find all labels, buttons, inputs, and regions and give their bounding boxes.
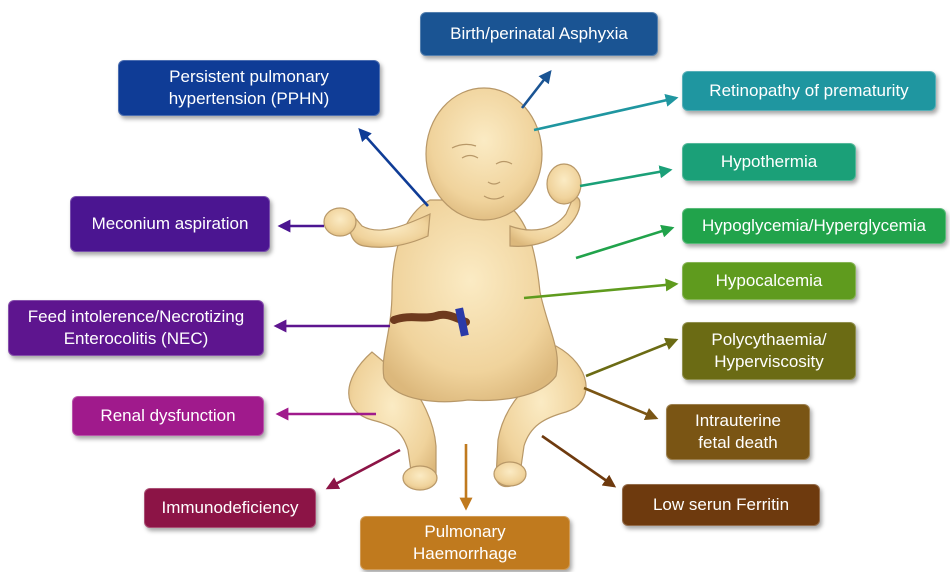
box-hypoglycemia: Hypoglycemia/Hyperglycemia <box>682 208 946 244</box>
label-retinopathy: Retinopathy of prematurity <box>709 80 908 102</box>
arrow-birth-asphyxia <box>522 72 550 108</box>
label-renal: Renal dysfunction <box>100 405 235 427</box>
left-hand <box>324 208 356 236</box>
head <box>426 88 542 220</box>
box-hypothermia: Hypothermia <box>682 143 856 181</box>
label-birth-asphyxia: Birth/perinatal Asphyxia <box>450 23 628 45</box>
box-renal: Renal dysfunction <box>72 396 264 436</box>
label-haemorrhage-line1: Pulmonary <box>413 521 517 543</box>
label-pphn-line2: hypertension (PPHN) <box>169 88 330 110</box>
label-iufd-line2: fetal death <box>695 432 781 454</box>
box-iufd: Intrauterine fetal death <box>666 404 810 460</box>
label-polycythaemia-line1: Polycythaemia/ <box>711 329 826 351</box>
box-retinopathy: Retinopathy of prematurity <box>682 71 936 111</box>
arrow-pphn <box>360 130 428 206</box>
label-pphn-line1: Persistent pulmonary <box>169 66 330 88</box>
label-hypothermia: Hypothermia <box>721 151 817 173</box>
box-ferritin: Low serun Ferritin <box>622 484 820 526</box>
label-ferritin: Low serun Ferritin <box>653 494 789 516</box>
label-nec-line1: Feed intolerence/Necrotizing <box>28 306 244 328</box>
box-pphn: Persistent pulmonary hypertension (PPHN) <box>118 60 380 116</box>
label-meconium: Meconium aspiration <box>92 213 249 235</box>
label-hypoglycemia: Hypoglycemia/Hyperglycemia <box>702 215 926 237</box>
box-immunodeficiency: Immunodeficiency <box>144 488 316 528</box>
arrow-polycythaemia <box>586 340 676 376</box>
arrow-retinopathy <box>534 98 676 130</box>
right-hand <box>547 164 581 204</box>
label-iufd-line1: Intrauterine <box>695 410 781 432</box>
baby-illustration <box>324 88 586 490</box>
label-polycythaemia-line2: Hyperviscosity <box>711 351 826 373</box>
box-hypocalcemia: Hypocalcemia <box>682 262 856 300</box>
label-immunodeficiency: Immunodeficiency <box>161 497 298 519</box>
right-foot <box>494 462 526 486</box>
arrow-hypothermia <box>580 170 670 186</box>
box-polycythaemia: Polycythaemia/ Hyperviscosity <box>682 322 856 380</box>
label-haemorrhage-line2: Haemorrhage <box>413 543 517 565</box>
arrow-hypoglycemia <box>576 228 672 258</box>
left-foot <box>403 466 437 490</box>
arrow-immunodeficiency <box>328 450 400 488</box>
arrow-hypocalcemia <box>524 284 676 298</box>
label-nec-line2: Enterocolitis (NEC) <box>28 328 244 350</box>
arrow-ferritin <box>542 436 614 486</box>
box-nec: Feed intolerence/Necrotizing Enterocolit… <box>8 300 264 356</box>
label-hypocalcemia: Hypocalcemia <box>716 270 823 292</box>
box-meconium: Meconium aspiration <box>70 196 270 252</box>
arrow-iufd <box>584 388 656 418</box>
box-birth-asphyxia: Birth/perinatal Asphyxia <box>420 12 658 56</box>
box-haemorrhage: Pulmonary Haemorrhage <box>360 516 570 570</box>
